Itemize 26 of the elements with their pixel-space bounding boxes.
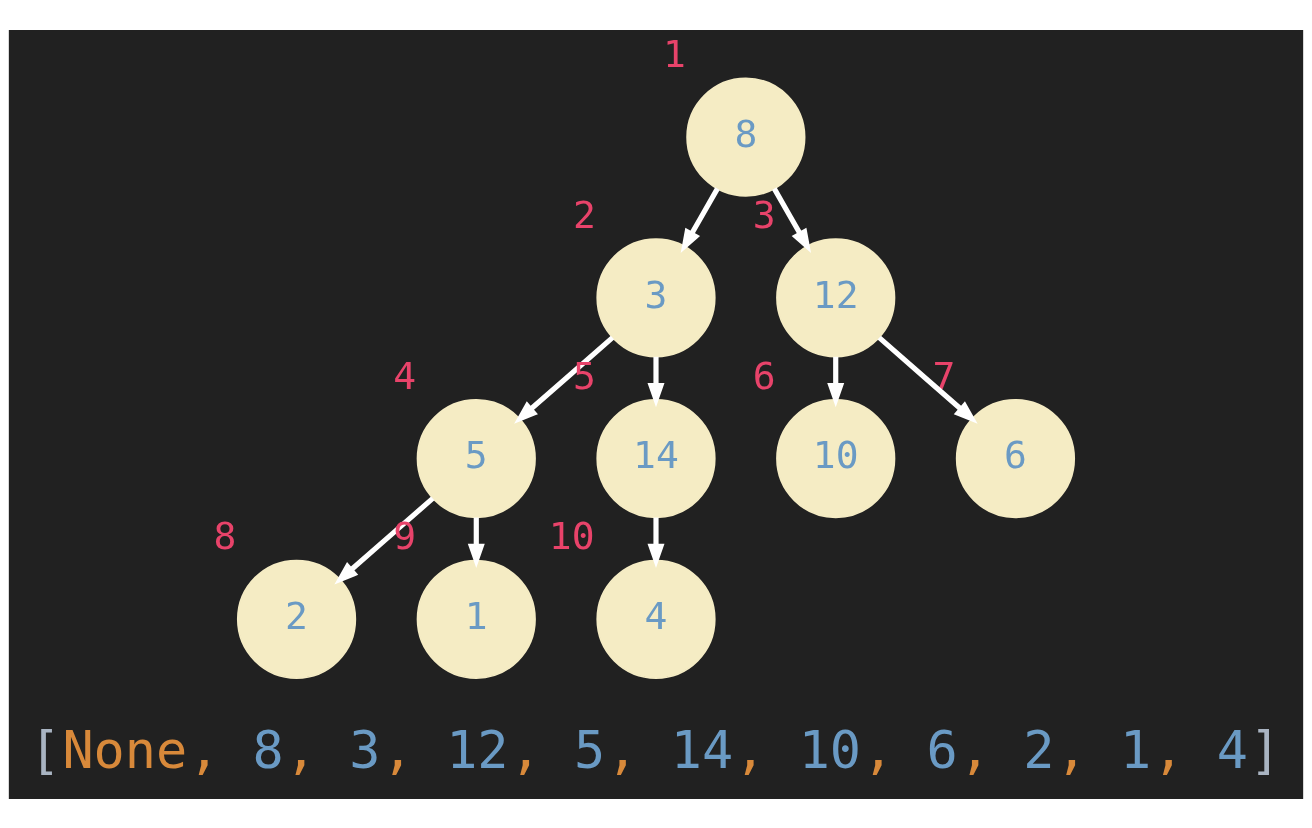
node-circle: 12	[776, 237, 896, 357]
node-label: 10	[548, 513, 595, 558]
label: [None, 8, 3, 12, 5, 14, 10, 6, 2, 1, 4]	[29, 719, 1281, 780]
node-circle: 1	[416, 559, 536, 679]
node-circle: 4	[596, 559, 716, 679]
node-label: 8	[213, 513, 237, 558]
arrow	[680, 186, 720, 253]
node-circle: 14	[596, 398, 716, 518]
arrow	[647, 517, 665, 568]
node-label: 6	[752, 353, 776, 398]
arrow	[647, 356, 665, 407]
node-label: 1	[662, 31, 686, 76]
node-circle: 3	[596, 237, 716, 357]
node-circle: 10	[776, 398, 896, 518]
node-label: 4	[393, 353, 417, 398]
arrow	[514, 335, 615, 424]
node-label: 9	[393, 513, 417, 558]
node-circle: 8	[686, 77, 806, 197]
node-label: 2	[573, 192, 596, 237]
arrow	[827, 356, 845, 407]
arrow	[467, 517, 485, 568]
arrow	[772, 186, 812, 253]
arrow	[877, 335, 978, 424]
arrow	[334, 495, 435, 584]
node-label: 7	[932, 353, 956, 398]
node-label: 5	[573, 353, 596, 398]
